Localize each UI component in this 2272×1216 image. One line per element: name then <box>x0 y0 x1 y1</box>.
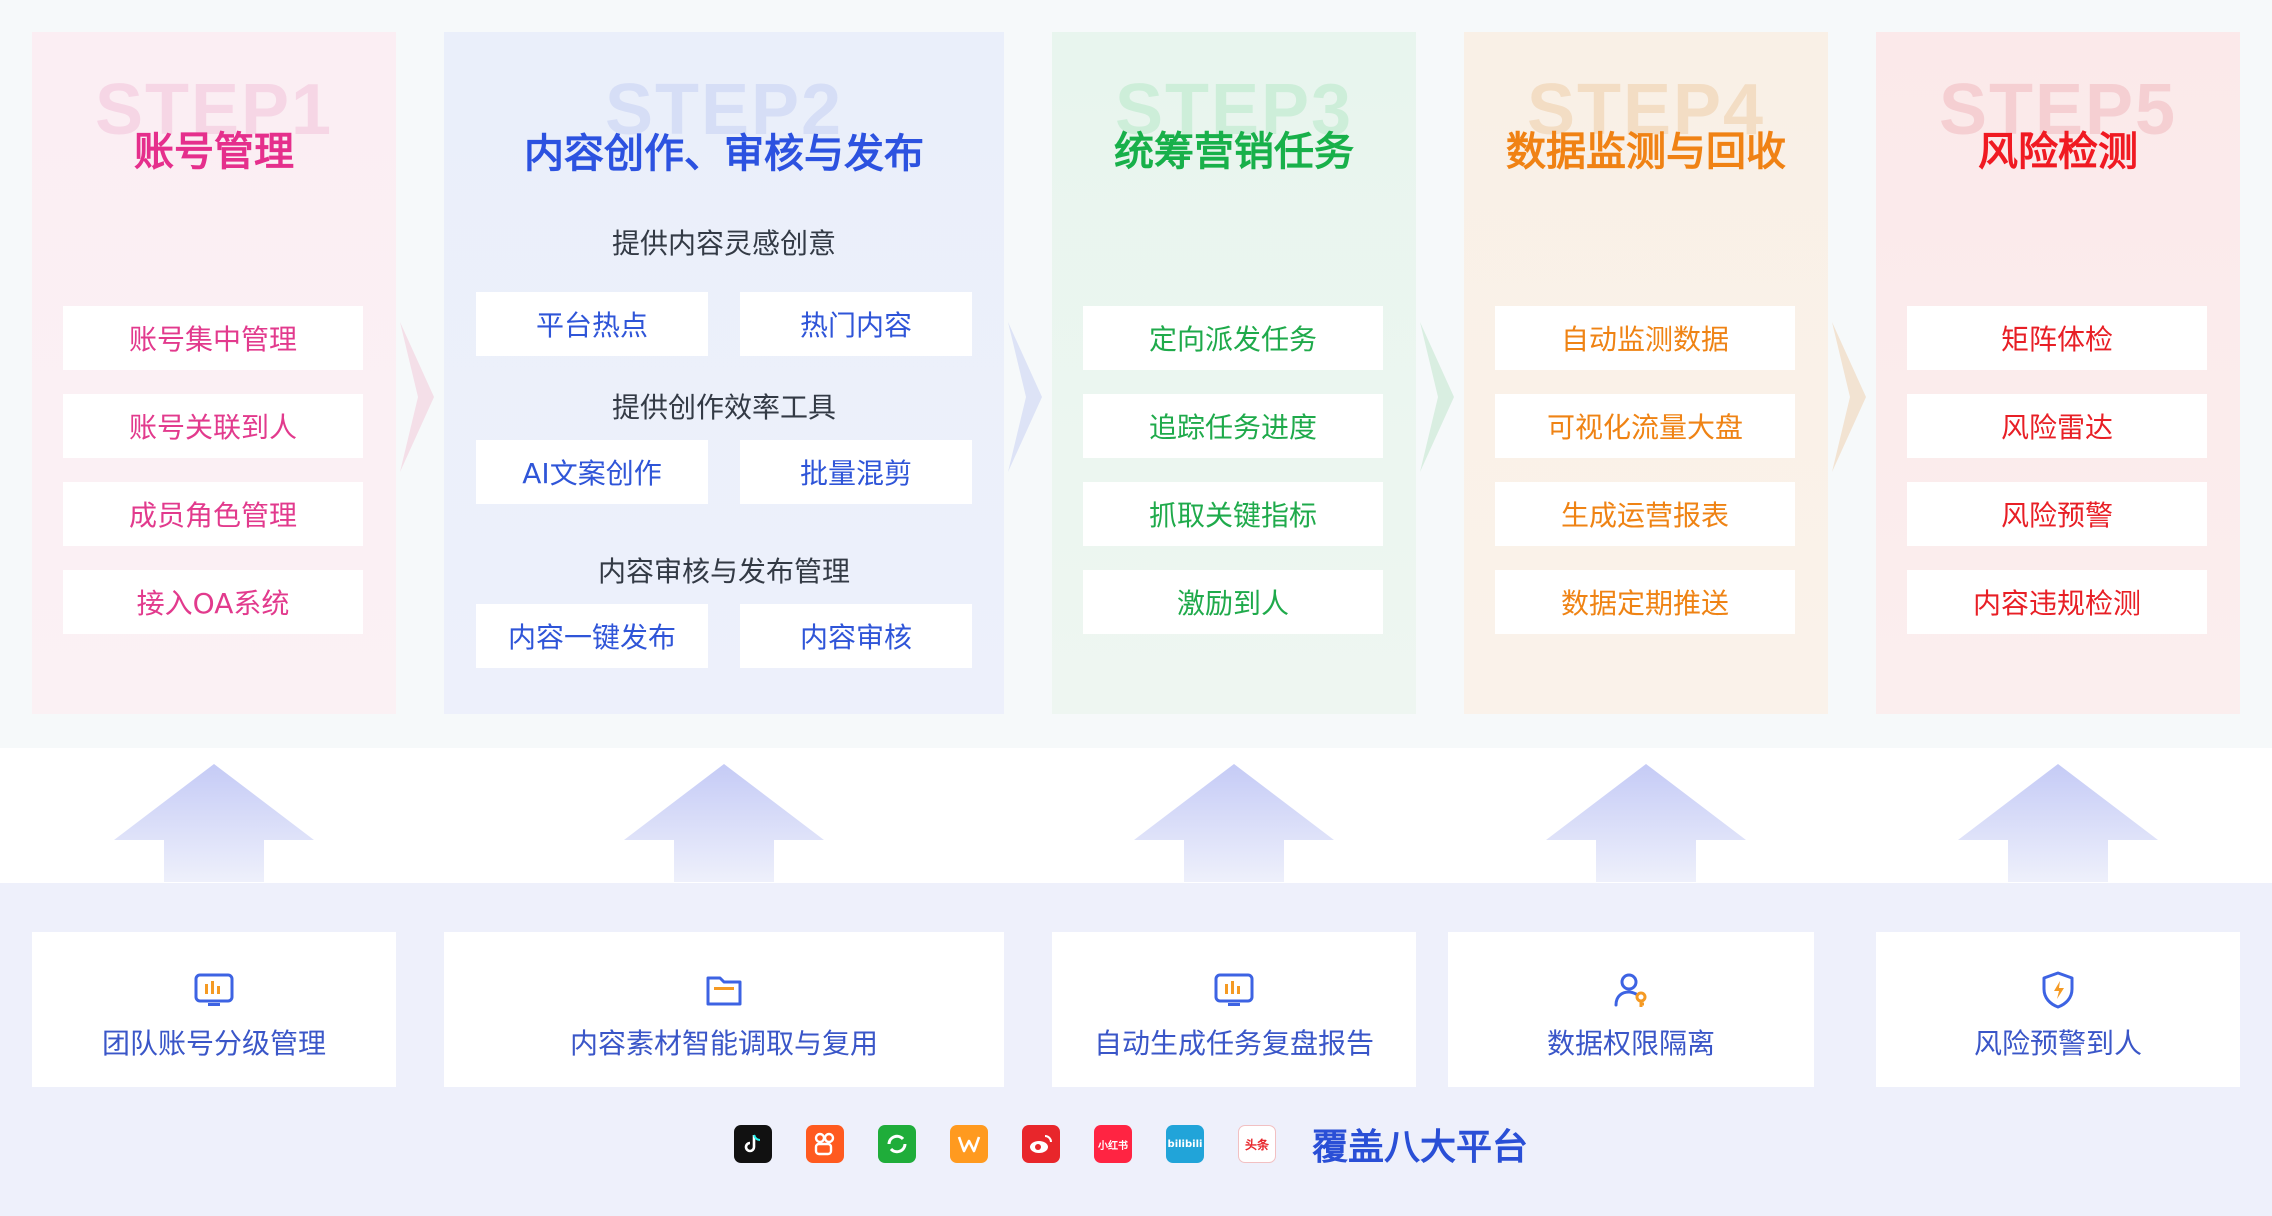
douyin-icon[interactable] <box>734 1125 772 1163</box>
step3-item[interactable]: 定向派发任务 <box>1083 306 1383 370</box>
step2-tag[interactable]: 批量混剪 <box>740 440 972 504</box>
folder-icon <box>706 976 742 1006</box>
step3-item[interactable]: 激励到人 <box>1083 570 1383 634</box>
step3-item[interactable]: 抓取关键指标 <box>1083 482 1383 546</box>
feature-card: 风险预警到人 <box>1876 932 2240 1087</box>
feature-label: 风险预警到人 <box>1973 1027 2142 1060</box>
arrows-section-background <box>0 748 2272 883</box>
step3-item[interactable]: 追踪任务进度 <box>1083 394 1383 458</box>
bilibili-icon[interactable]: bilibili <box>1166 1125 1204 1163</box>
step2-tag[interactable]: 内容审核 <box>740 604 972 668</box>
kuaishou-icon[interactable] <box>806 1125 844 1163</box>
chevron-right-icon <box>400 322 434 472</box>
up-arrow-icon <box>1134 764 1334 882</box>
step2-column: STEP2 内容创作、审核与发布 提供内容灵感创意 平台热点 热门内容 提供创作… <box>444 32 1004 714</box>
platforms-bar: 小红书 bilibili 头条 覆盖八大平台 <box>734 1122 1528 1168</box>
chevron-right-icon <box>1832 322 1866 472</box>
step5-watermark: STEP5 <box>1938 70 2178 150</box>
toutiao-icon[interactable]: 头条 <box>1238 1125 1276 1163</box>
feature-label: 自动生成任务复盘报告 <box>1093 1027 1374 1060</box>
step1-item[interactable]: 成员角色管理 <box>63 482 363 546</box>
feature-label: 数据权限隔离 <box>1546 1027 1715 1060</box>
step4-item[interactable]: 数据定期推送 <box>1495 570 1795 634</box>
wechat-channels-icon[interactable] <box>878 1125 916 1163</box>
step2-tag[interactable]: 热门内容 <box>740 292 972 356</box>
step5-item[interactable]: 风险雷达 <box>1907 394 2207 458</box>
step4-item[interactable]: 自动监测数据 <box>1495 306 1795 370</box>
feature-label: 内容素材智能调取与复用 <box>569 1027 878 1060</box>
step2-tag[interactable]: 平台热点 <box>476 292 708 356</box>
xiaohongshu-icon[interactable]: 小红书 <box>1094 1125 1132 1163</box>
step5-column: STEP5 风险检测 矩阵体检 风险雷达 风险预警 内容违规检测 <box>1876 32 2240 714</box>
chevron-right-icon <box>1008 322 1042 472</box>
step4-title: 数据监测与回收 <box>1506 129 1786 175</box>
step2-title: 内容创作、审核与发布 <box>524 131 924 177</box>
step2-section-heading: 提供内容灵感创意 <box>611 227 836 260</box>
user-key-icon <box>1614 973 1647 1007</box>
up-arrow-icon <box>114 764 314 882</box>
step3-title: 统筹营销任务 <box>1114 129 1354 175</box>
step3-column: STEP3 统筹营销任务 定向派发任务 追踪任务进度 抓取关键指标 激励到人 <box>1052 32 1416 714</box>
step1-watermark: STEP1 <box>94 70 334 150</box>
step5-item[interactable]: 矩阵体检 <box>1907 306 2207 370</box>
step2-section-heading: 内容审核与发布管理 <box>597 555 850 588</box>
up-arrow-icon <box>1546 764 1746 882</box>
step2-watermark: STEP2 <box>604 70 844 150</box>
step2-tag[interactable]: 内容一键发布 <box>476 604 708 668</box>
step3-watermark: STEP3 <box>1114 70 1354 150</box>
feature-card: 自动生成任务复盘报告 <box>1052 932 1416 1087</box>
weibo-icon[interactable] <box>1022 1125 1060 1163</box>
monitor-chart-icon <box>1214 973 1254 1006</box>
step2-section-heading: 提供创作效率工具 <box>611 391 836 424</box>
feature-card: 团队账号分级管理 <box>32 932 396 1087</box>
feature-card: 内容素材智能调取与复用 <box>444 932 1004 1087</box>
feature-card: 数据权限隔离 <box>1448 932 1814 1087</box>
step4-watermark: STEP4 <box>1526 70 1766 150</box>
step4-item[interactable]: 可视化流量大盘 <box>1495 394 1795 458</box>
step1-item[interactable]: 账号关联到人 <box>63 394 363 458</box>
platforms-title: 覆盖八大平台 <box>1312 1127 1529 1168</box>
step5-title: 风险检测 <box>1978 129 2138 175</box>
feature-label: 团队账号分级管理 <box>101 1027 326 1060</box>
up-arrow-icon <box>1958 764 2158 882</box>
step5-item[interactable]: 风险预警 <box>1907 482 2207 546</box>
step1-column: STEP1 账号管理 账号集中管理 账号关联到人 成员角色管理 接入OA系统 <box>32 32 396 714</box>
step4-column: STEP4 数据监测与回收 自动监测数据 可视化流量大盘 生成运营报表 数据定期… <box>1464 32 1828 714</box>
step4-item[interactable]: 生成运营报表 <box>1495 482 1795 546</box>
step2-tag[interactable]: AI文案创作 <box>476 440 708 504</box>
up-arrow-icon <box>624 764 824 882</box>
step5-item[interactable]: 内容违规检测 <box>1907 570 2207 634</box>
shipinhao-icon[interactable] <box>950 1125 988 1163</box>
shield-lightning-icon <box>2042 971 2074 1009</box>
step1-item[interactable]: 账号集中管理 <box>63 306 363 370</box>
step1-title: 账号管理 <box>134 129 294 175</box>
chevron-right-icon <box>1420 322 1454 472</box>
monitor-chart-icon <box>194 973 234 1006</box>
step1-item[interactable]: 接入OA系统 <box>63 570 363 634</box>
